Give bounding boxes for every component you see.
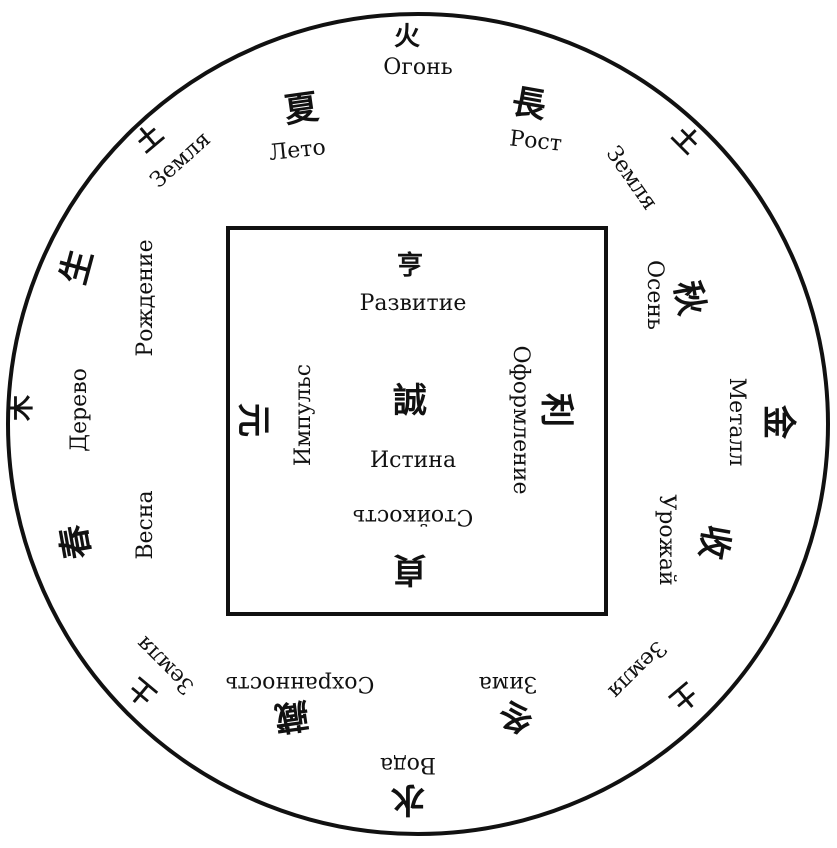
harvest-char: 收	[691, 522, 736, 562]
metal-char: 金	[758, 404, 798, 440]
birth-label: Рождение	[133, 239, 158, 356]
earth-char-sw: 土	[123, 671, 162, 711]
earth-label-ne: Земля	[601, 142, 663, 215]
metal-label: Металл	[724, 378, 749, 467]
summer-label: Лето	[268, 135, 327, 166]
earth-label-se: Земля	[602, 635, 670, 703]
water-char: 水	[390, 779, 425, 819]
fire-char: 火	[394, 22, 420, 52]
winter-char: 冬	[496, 693, 536, 738]
inner-square	[226, 226, 608, 616]
water-label: Вода	[380, 752, 436, 777]
truth-label: Истина	[370, 448, 456, 473]
steadfastness-char: 貞	[393, 549, 427, 589]
outer-circle	[6, 12, 830, 836]
earth-char-se: 土	[664, 676, 703, 716]
storage-char: 藏	[272, 694, 311, 738]
development-label: Развитие	[360, 291, 467, 316]
wood-char: 木	[7, 395, 37, 422]
impulse-label: Импульс	[291, 364, 316, 466]
fire-label: Огонь	[383, 55, 452, 80]
autumn-label: Осень	[642, 260, 667, 330]
harvest-label: Урожай	[654, 494, 679, 585]
storage-label: Сохранность	[226, 671, 375, 696]
wood-label: Дерево	[67, 368, 92, 452]
development-char: 亨	[397, 250, 423, 281]
growth-label: Рост	[508, 126, 563, 156]
growth-char: 長	[509, 82, 550, 127]
truth-char: 誠	[393, 381, 427, 421]
formation-label: Оформление	[508, 345, 533, 494]
autumn-char: 秋	[666, 278, 711, 318]
winter-label: Зима	[479, 671, 538, 696]
summer-char: 夏	[282, 87, 322, 131]
spring-char: 春	[54, 522, 99, 562]
steadfastness-label: Стойкость	[353, 504, 473, 529]
birth-char: 生	[54, 246, 101, 289]
formation-char: 利	[536, 393, 576, 427]
impulse-char: 元	[233, 403, 273, 437]
spring-label: Весна	[133, 490, 158, 559]
